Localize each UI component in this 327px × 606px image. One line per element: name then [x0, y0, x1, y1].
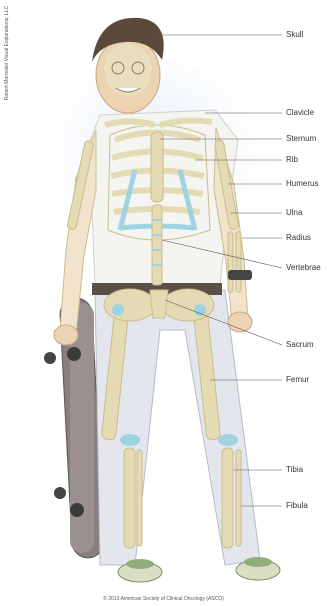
label-ulna: Ulna: [286, 208, 302, 218]
sternum-bone: [151, 132, 163, 202]
label-skull: Skull: [286, 30, 303, 40]
spine: [152, 205, 162, 285]
label-fibula: Fibula: [286, 501, 308, 511]
label-radius: Radius: [286, 233, 311, 243]
label-clavicle: Clavicle: [286, 108, 314, 118]
copyright: © 2013 American Society of Clinical Onco…: [0, 596, 327, 602]
label-sacrum: Sacrum: [286, 340, 314, 350]
label-rib: Rib: [286, 155, 298, 165]
label-humerus: Humerus: [286, 179, 318, 189]
label-tibia: Tibia: [286, 465, 303, 475]
label-femur: Femur: [286, 375, 309, 385]
label-vertebrae: Vertebrae: [286, 263, 321, 273]
label-sternum: Sternum: [286, 134, 316, 144]
shoes: [118, 557, 280, 582]
pelvis: [92, 283, 222, 321]
side-credit: Robert Morreale/ Visual Explanations, LL…: [4, 6, 10, 100]
head: [92, 18, 164, 113]
